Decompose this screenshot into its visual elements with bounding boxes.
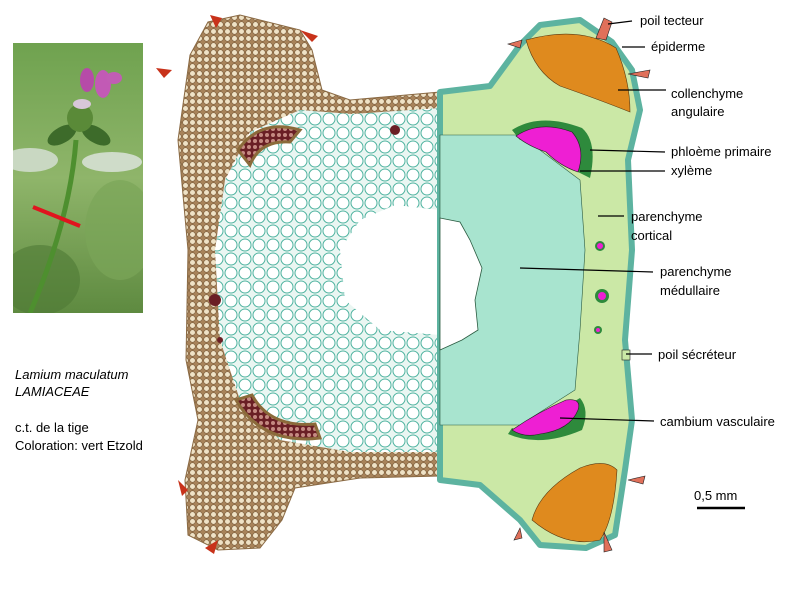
- label-parenchyme-medullaire-2: médullaire: [660, 283, 720, 298]
- leader-lines: [519, 20, 666, 422]
- caption-species: Lamium maculatum: [15, 367, 129, 382]
- label-collenchyme: collenchyme: [671, 86, 743, 101]
- label-phloeme: phloème primaire: [671, 144, 771, 159]
- label-parenchyme-medullaire-1: parenchyme: [660, 264, 732, 279]
- label-epiderme: épiderme: [651, 39, 705, 54]
- label-collenchyme-angulaire: angulaire: [671, 104, 725, 119]
- micrograph-icon: [156, 14, 441, 554]
- plant-photo-icon: [13, 43, 143, 313]
- label-xyleme: xylème: [671, 163, 712, 178]
- caption-section: c.t. de la tige: [15, 420, 89, 435]
- scale-bar-label: 0,5 mm: [694, 488, 737, 503]
- caption-staining: Coloration: vert Etzold: [15, 438, 143, 453]
- label-poil-secreteur: poil sécréteur: [658, 347, 737, 362]
- schematic: [437, 17, 651, 553]
- label-parenchyme-cortical-1: parenchyme: [631, 209, 703, 224]
- caption-family: LAMIACEAE: [15, 384, 90, 399]
- label-parenchyme-cortical-2: cortical: [631, 228, 672, 243]
- label-cambium: cambium vasculaire: [660, 414, 775, 429]
- label-poil-tecteur: poil tecteur: [640, 13, 704, 28]
